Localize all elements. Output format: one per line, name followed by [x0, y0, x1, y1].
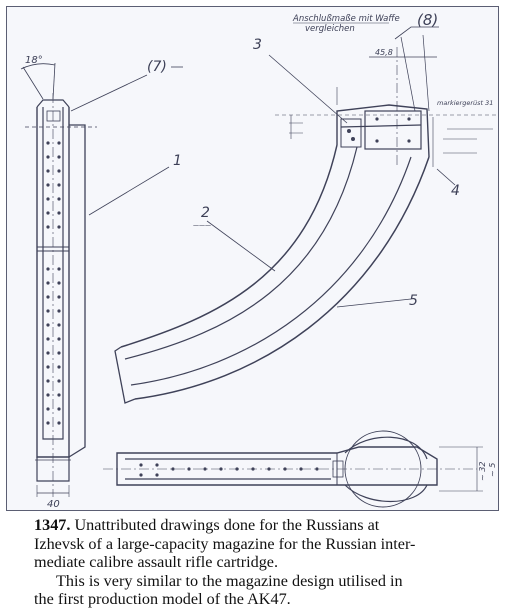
front-view [20, 62, 97, 497]
figure-number: 1347. [34, 516, 71, 534]
header-note-line1: Anschlußmaße mit Waffe [292, 14, 400, 24]
part-label-3: 3 [253, 37, 262, 53]
right-vertical-dimension: ~ 32 [478, 462, 487, 481]
bottom-view [103, 430, 483, 508]
angle-dimension: 18° [25, 55, 43, 66]
right-vertical-dimension-2: ~ 5 [488, 463, 497, 477]
caption-line-1-text: Unattributed drawings done for the Russi… [70, 516, 380, 534]
magazine-drawing: Anschlußmaße mit Waffe vergleichen (8) 3… [20, 11, 498, 510]
caption-line-1: 1347. Unattributed drawings done for the… [34, 516, 504, 535]
small-dimension-note: markiergerüst 31 [437, 99, 493, 107]
part-label-4: 4 [451, 183, 460, 199]
header-note-line2: vergleichen [305, 24, 355, 34]
technical-drawing-panel: Anschlußmaße mit Waffe vergleichen (8) 3… [6, 6, 499, 511]
caption-line-3: mediate calibre assault rifle cartridge. [34, 553, 279, 571]
caption-line-2: Izhevsk of a large-capacity magazine for… [34, 534, 416, 553]
caption-line-4: This is very similar to the magazine des… [56, 571, 403, 590]
part-label-5: 5 [409, 293, 418, 309]
part-2-note: ——— [193, 222, 211, 229]
figure-caption: 1347. Unattributed drawings done for the… [34, 516, 504, 608]
caption-line-5: the first production model of the AK47. [34, 590, 291, 608]
part-label-7: (7) [147, 59, 167, 75]
part-label-1: 1 [173, 153, 182, 169]
part-label-2: 2 [201, 205, 210, 221]
part-label-8: (8) [417, 11, 438, 29]
width-dimension: 40 [47, 499, 60, 510]
side-view [114, 26, 498, 404]
top-dimension: 45,8 [375, 48, 393, 57]
